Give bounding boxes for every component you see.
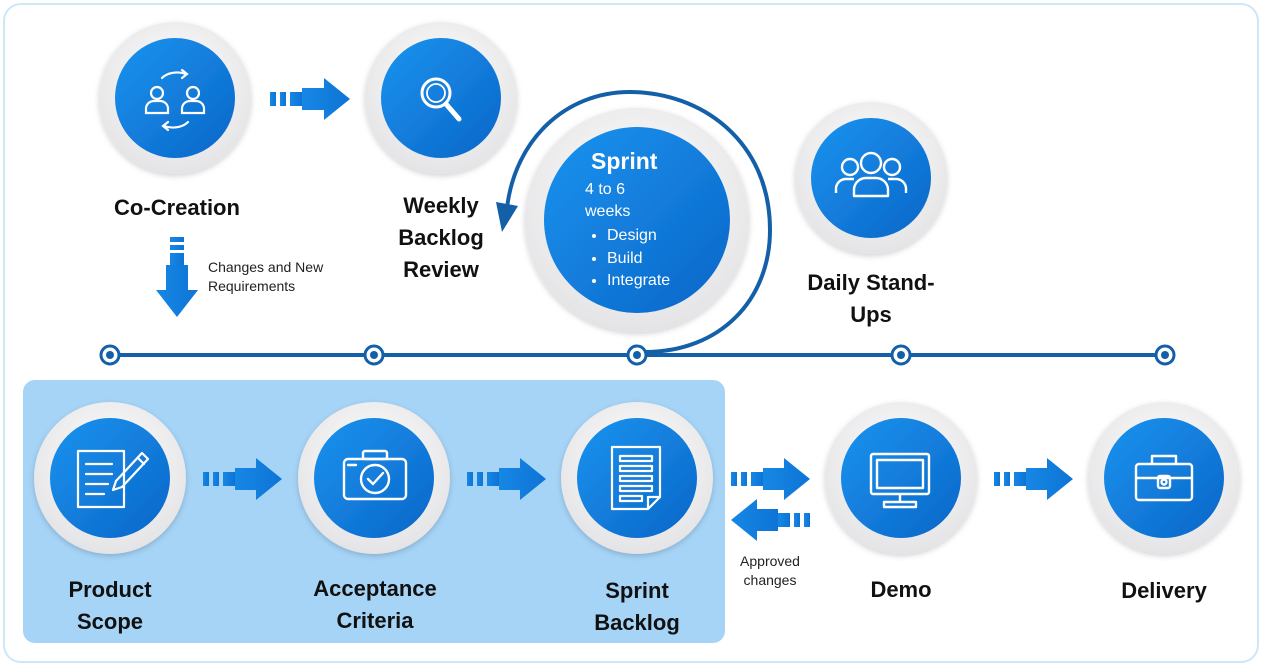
sprint-cycle-arrow <box>496 89 773 354</box>
magnifier-icon <box>420 77 462 122</box>
sprint-activity: Design <box>607 225 695 248</box>
timeline-node <box>626 344 648 366</box>
sprint-circle <box>525 108 749 332</box>
product-scope-label: Product Scope <box>68 577 152 634</box>
monitor-icon <box>869 452 931 509</box>
arrow-down <box>156 237 198 317</box>
timeline-node <box>99 344 121 366</box>
demo-label: Demo <box>870 577 932 602</box>
camera-check-icon <box>342 449 408 501</box>
document-list-icon <box>610 445 662 511</box>
sprint-activity: Integrate <box>607 270 695 293</box>
changes-note: Changes and New Requirements <box>208 259 324 294</box>
approved-changes-note: Approved changes <box>740 553 800 588</box>
acceptance-criteria-circle <box>298 402 450 554</box>
timeline-node <box>890 344 912 366</box>
arrow-right <box>731 458 810 500</box>
co-creation-label: Co-Creation <box>114 195 240 220</box>
demo-circle <box>825 402 977 554</box>
sprint-text: Sprint 4 to 6 weeks Design Build Integra… <box>585 148 695 293</box>
timeline <box>99 344 1176 366</box>
timeline-node <box>1154 344 1176 366</box>
arrow-right <box>994 458 1073 500</box>
timeline-node <box>363 344 385 366</box>
product-scope-circle <box>34 402 186 554</box>
sprint-activities: Design Build Integrate <box>585 225 695 293</box>
team-icon <box>834 151 908 198</box>
delivery-label: Delivery <box>1121 578 1207 603</box>
weekly-backlog-review-label: Weekly Backlog Review <box>398 193 484 282</box>
acceptance-criteria-label: Acceptance Criteria <box>313 576 437 633</box>
arrow-left <box>731 499 810 541</box>
document-pen-icon <box>76 449 150 509</box>
arrow-right <box>467 458 546 500</box>
arrow-right <box>270 78 350 120</box>
diagram-frame <box>3 3 1259 663</box>
briefcase-icon <box>1134 454 1194 502</box>
sprint-backlog-label: Sprint Backlog <box>594 578 680 635</box>
co-creation-people-icon <box>144 68 206 132</box>
sprint-activity: Build <box>607 248 695 271</box>
arrow-right <box>203 458 282 500</box>
sprint-title: Sprint <box>591 148 658 174</box>
weekly-backlog-circle <box>365 22 517 174</box>
daily-standups-label: Daily Stand-Ups <box>807 270 935 327</box>
sprint-duration: 4 to 6 weeks <box>585 181 631 220</box>
sprint-backlog-circle <box>561 402 713 554</box>
co-creation-circle <box>99 22 251 174</box>
